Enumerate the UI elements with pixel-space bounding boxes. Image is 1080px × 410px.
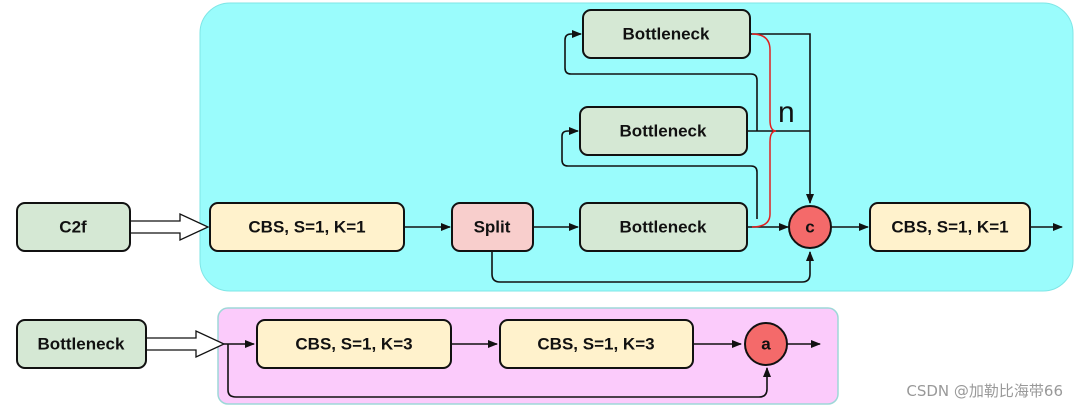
loop-low-to-mid — [561, 127, 758, 219]
concat-node: c — [788, 205, 832, 249]
split-label: Split — [474, 218, 511, 237]
watermark: CSDN @加勒比海带66 — [906, 382, 1063, 400]
hollow-arrow-c2f — [129, 212, 210, 242]
cbs-in-label: CBS, S=1, K=1 — [248, 218, 365, 237]
bottleneck-low-node: Bottleneck — [579, 202, 748, 252]
cbs-first-label: CBS, S=1, K=3 — [295, 335, 412, 354]
repeat-label: n — [778, 96, 795, 129]
cbs-out-label: CBS, S=1, K=1 — [891, 218, 1008, 237]
concat-label: c — [805, 218, 814, 237]
bottleneck-input-node: Bottleneck — [16, 319, 147, 369]
repeat-brace — [751, 33, 777, 228]
arrow-top-to-concat — [750, 33, 814, 204]
add-node: a — [744, 322, 788, 366]
arrow-residual-shortcut — [227, 344, 771, 398]
hollow-arrow-bottleneck — [145, 329, 226, 359]
loop-mid-to-top — [564, 30, 758, 131]
add-label: a — [761, 335, 771, 354]
bottleneck-top-label: Bottleneck — [623, 25, 710, 44]
c2f-input-label: C2f — [59, 218, 87, 237]
bottleneck-mid-node: Bottleneck — [579, 106, 748, 156]
c2f-input-node: C2f — [16, 202, 131, 252]
split-node: Split — [451, 202, 534, 252]
bottleneck-low-label: Bottleneck — [620, 218, 707, 237]
arrow-split-bypass — [491, 251, 814, 283]
cbs-out-node: CBS, S=1, K=1 — [869, 202, 1031, 252]
cbs-second-label: CBS, S=1, K=3 — [537, 335, 654, 354]
bottleneck-mid-label: Bottleneck — [620, 122, 707, 141]
cbs-in-node: CBS, S=1, K=1 — [209, 202, 405, 252]
bottleneck-input-label: Bottleneck — [38, 335, 125, 354]
bottleneck-top-node: Bottleneck — [582, 9, 751, 59]
cbs-second-node: CBS, S=1, K=3 — [499, 319, 694, 369]
cbs-first-node: CBS, S=1, K=3 — [256, 319, 452, 369]
